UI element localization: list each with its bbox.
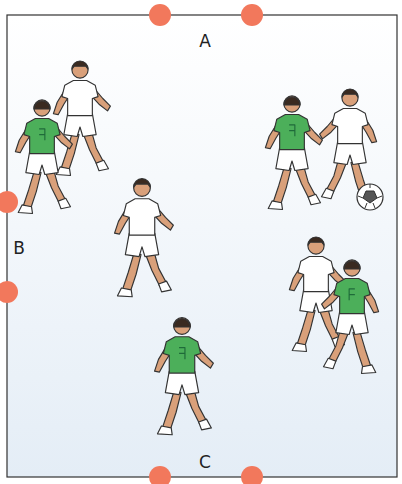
player-shorts — [336, 312, 368, 335]
player-boot — [308, 194, 320, 204]
player-shorts — [165, 371, 198, 395]
player-leg — [122, 253, 141, 292]
player-boot — [362, 365, 376, 374]
player-figure — [53, 61, 110, 175]
player-boot — [268, 201, 282, 210]
player-shirt — [123, 199, 160, 235]
player-hair — [134, 179, 151, 187]
player-head — [134, 180, 151, 197]
player-leg — [23, 171, 41, 209]
player-hair — [308, 237, 324, 245]
player-boot — [322, 188, 334, 198]
player-shorts — [334, 142, 366, 165]
player-shorts — [125, 233, 158, 257]
player-shirt — [298, 256, 334, 291]
player-hair — [174, 319, 191, 327]
player-shirt — [332, 108, 368, 143]
player-shirt — [163, 337, 200, 373]
player-head — [284, 96, 300, 112]
shirt-number — [179, 348, 185, 360]
player-boot — [159, 281, 172, 292]
player-head — [342, 90, 358, 106]
player-leg — [273, 167, 291, 205]
player-figure — [155, 318, 214, 435]
ball-outline — [357, 184, 383, 210]
player-hair — [344, 261, 360, 269]
player-shorts — [26, 152, 58, 175]
zone-label: C — [199, 454, 211, 471]
player-leg — [297, 309, 315, 347]
player-boot — [58, 198, 70, 208]
player-boot — [118, 288, 133, 297]
shirt-number — [289, 125, 295, 136]
player-shorts — [276, 148, 308, 171]
player-shorts — [64, 114, 96, 137]
player-shirt — [274, 114, 310, 149]
player-figure — [115, 179, 174, 297]
player-boot — [158, 426, 173, 435]
player-boot — [292, 343, 306, 352]
player-boot — [199, 419, 212, 430]
player-hair — [34, 101, 50, 109]
player-hair — [342, 89, 358, 97]
zone-label: A — [199, 33, 211, 50]
player-head — [72, 62, 88, 78]
player-head — [34, 100, 50, 116]
player-hair — [72, 61, 88, 69]
player-head — [344, 260, 360, 276]
player-shirt — [62, 80, 98, 115]
player-hair — [284, 97, 300, 105]
cone — [241, 4, 263, 26]
ball-pattern — [358, 184, 382, 208]
player-shirt — [334, 278, 370, 313]
cone — [241, 466, 263, 484]
zone-label: B — [13, 240, 25, 257]
cone — [0, 281, 18, 303]
soccer-ball — [357, 184, 383, 210]
player-head — [174, 318, 191, 335]
cone — [0, 191, 18, 213]
cone — [149, 4, 171, 26]
player-shirt — [24, 118, 60, 153]
players — [15, 61, 383, 435]
cones — [0, 4, 263, 484]
player-figure — [322, 260, 379, 374]
player-boot — [18, 205, 32, 214]
field-boundary — [7, 15, 397, 477]
player-leg — [353, 331, 371, 369]
player-figure — [265, 96, 322, 210]
shirt-number — [39, 129, 45, 140]
player-figure — [15, 100, 72, 214]
player-boot — [324, 358, 336, 368]
player-leg — [162, 391, 181, 430]
player-head — [308, 238, 324, 254]
shirt-number — [349, 289, 355, 300]
player-boot — [96, 160, 108, 170]
cone — [149, 466, 171, 484]
